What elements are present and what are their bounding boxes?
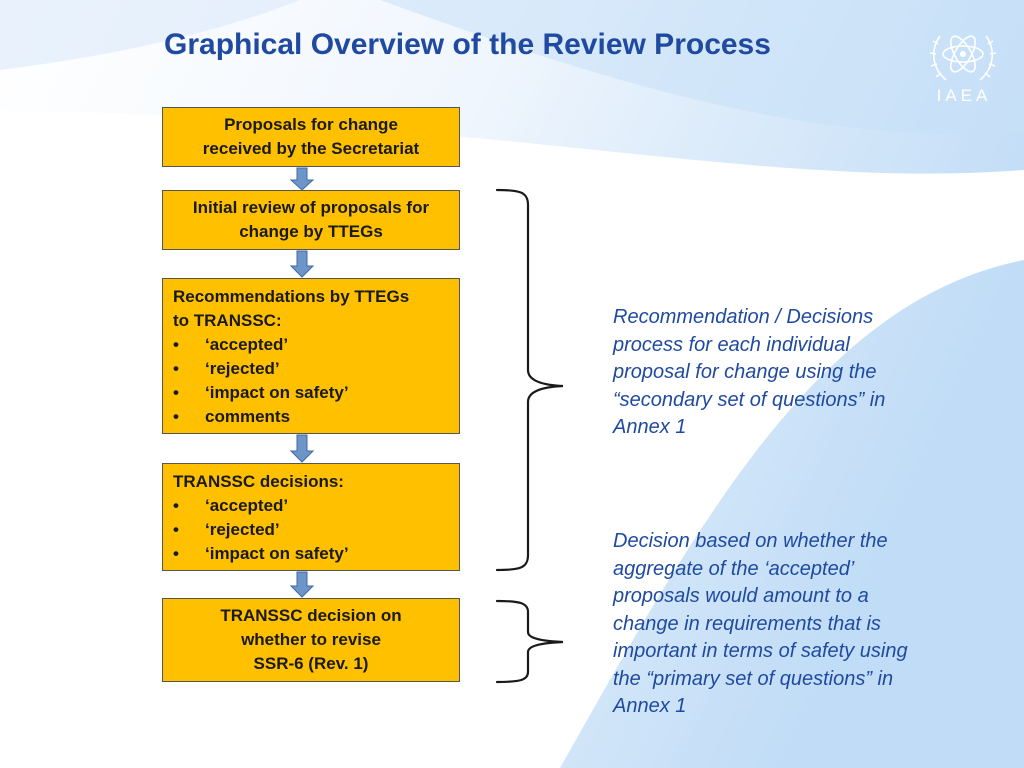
list-item: • ‘accepted’ xyxy=(173,494,449,518)
list-item: • comments xyxy=(173,405,449,429)
flow-box-proposals-received: Proposals for change received by the Sec… xyxy=(162,107,460,167)
list-item-text: ‘impact on safety’ xyxy=(205,383,349,402)
bullet-list: • ‘accepted’ • ‘rejected’ • ‘impact on safe… xyxy=(173,494,449,566)
list-item-text: ‘accepted’ xyxy=(205,496,289,515)
note-line: process for each individual xyxy=(613,333,850,356)
bullet-list: • ‘accepted’ • ‘rejected’ • ‘impact on safe… xyxy=(173,333,449,429)
flow-box-revise-decision: TRANSSC decision on whether to revise SS… xyxy=(162,598,460,682)
note-line: the “primary set of questions” in xyxy=(613,667,894,690)
box-heading: to TRANSSC: xyxy=(173,311,282,330)
note-primary-questions: Decision based on whether the aggregate … xyxy=(613,528,973,721)
list-item: • ‘accepted’ xyxy=(173,333,449,357)
list-item-text: comments xyxy=(205,407,291,426)
flow-box-ttegs-recommendations: Recommendations by TTEGs to TRANSSC: • ‘a… xyxy=(162,278,460,434)
iaea-atom-laurel-icon xyxy=(929,35,997,81)
box-line: Initial review of proposals for xyxy=(192,198,430,217)
box-line: Proposals for change xyxy=(224,115,398,134)
bullet: • xyxy=(173,544,179,563)
note-line: proposal for change using the xyxy=(613,361,877,383)
note-line: Annex 1 xyxy=(613,416,687,438)
list-item: • ‘impact on safety’ xyxy=(173,381,449,405)
bullet: • xyxy=(173,335,179,354)
note-secondary-questions: Recommendation / Decisions process for e… xyxy=(613,304,973,442)
flow-box-initial-review: Initial review of proposals for change b… xyxy=(162,190,460,250)
note-line: important in terms of safety using xyxy=(613,640,908,662)
iaea-logo-text: IAEA xyxy=(936,86,992,105)
note-line: “secondary set of questions” in xyxy=(613,388,886,411)
slide-title: Graphical Overview of the Review Process xyxy=(164,28,771,61)
list-item-text: ‘rejected’ xyxy=(205,359,280,378)
box-heading: Recommendations by TTEGs xyxy=(173,287,410,306)
note-line: aggregate of the ‘accepted’ xyxy=(613,557,855,580)
box-heading: TRANSSC decisions: xyxy=(173,472,344,491)
note-line: Decision based on whether the xyxy=(613,530,888,552)
box-line: whether to revise xyxy=(241,630,381,649)
note-line: proposals would amount to a xyxy=(613,585,869,607)
bullet: • xyxy=(173,407,179,426)
bullet: • xyxy=(173,496,179,515)
flow-box-transsc-decisions: TRANSSC decisions: • ‘accepted’ • ‘rejecte… xyxy=(162,463,460,571)
note-line: change in requirements that is xyxy=(613,612,881,635)
note-line: Annex 1 xyxy=(613,695,687,717)
box-line: TRANSSC decision on xyxy=(220,606,402,625)
list-item: • ‘impact on safety’ xyxy=(173,542,449,566)
list-item: • ‘rejected’ xyxy=(173,357,449,381)
box-line: received by the Secretariat xyxy=(202,139,420,158)
bullet: • xyxy=(173,383,179,402)
list-item-text: ‘rejected’ xyxy=(205,520,280,539)
bullet: • xyxy=(173,520,179,539)
list-item-text: ‘accepted’ xyxy=(205,335,289,354)
note-line: Recommendation / Decisions xyxy=(613,306,874,328)
box-line: SSR-6 (Rev. 1) xyxy=(253,654,369,673)
box-line: change by TTEGs xyxy=(239,222,383,241)
list-item: • ‘rejected’ xyxy=(173,518,449,542)
bullet: • xyxy=(173,359,179,378)
list-item-text: ‘impact on safety’ xyxy=(205,544,349,563)
